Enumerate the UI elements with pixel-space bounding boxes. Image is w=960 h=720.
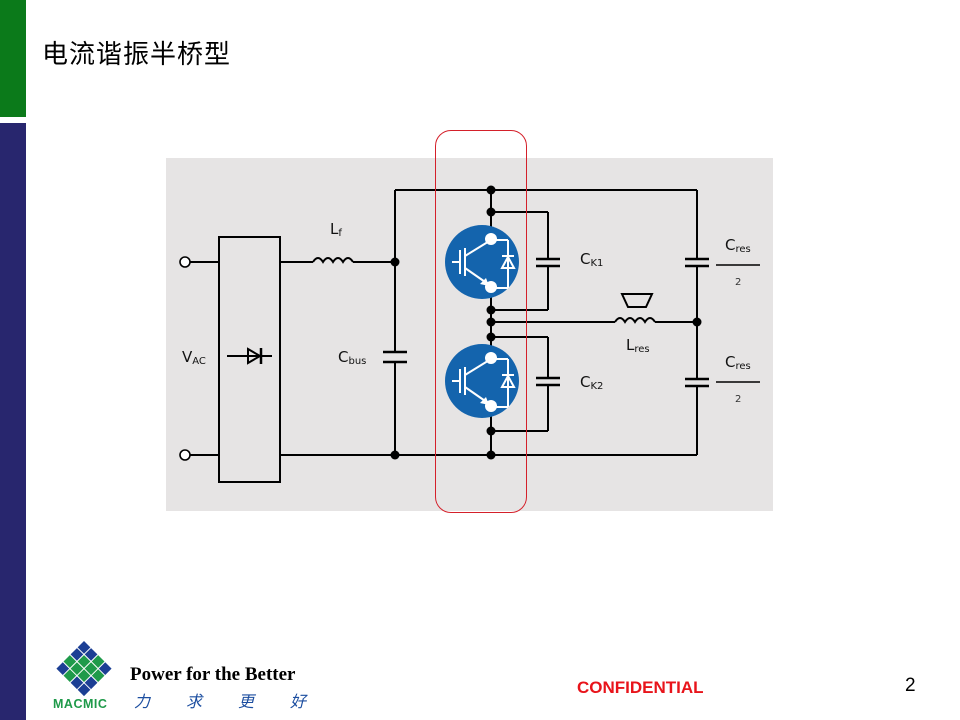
logo-text: MACMIC xyxy=(53,697,108,711)
confidential-label: CONFIDENTIAL xyxy=(577,678,704,697)
slide-title: 电流谐振半桥型 xyxy=(42,40,232,70)
igbt-bottom-icon xyxy=(445,344,519,418)
label-cres-top-denominator: 2 xyxy=(735,277,742,288)
page-number: 2 xyxy=(905,675,916,696)
label-cres-bottom: Cres xyxy=(725,353,751,372)
slogan-chinese: 力 求 更 好 xyxy=(134,688,306,712)
macmic-logo-icon xyxy=(56,641,112,697)
transformer-core xyxy=(620,293,654,308)
accent-bar-navy xyxy=(0,123,26,720)
label-cbus: Cbus xyxy=(338,348,367,367)
slogan-cn-char: 好 xyxy=(290,692,307,711)
inductor-lres xyxy=(614,317,656,324)
rectifier-diode-icon xyxy=(247,347,263,365)
logo-tile xyxy=(70,648,84,661)
logo-tile xyxy=(84,648,98,661)
label-ck1: CK1 xyxy=(580,250,604,269)
terminal-ac-top xyxy=(179,256,191,268)
inductor-lf xyxy=(312,257,354,264)
label-ck2: CK2 xyxy=(580,373,604,392)
label-lres: Lres xyxy=(626,336,650,355)
accent-bar-green xyxy=(0,0,26,117)
half-bridge-highlight xyxy=(435,130,527,513)
label-lf: Lf xyxy=(330,220,342,239)
circuit-diagram-background xyxy=(166,158,773,511)
rectifier-box xyxy=(218,236,281,483)
slogan-english: Power for the Better xyxy=(130,664,296,685)
label-cres-bottom-denominator: 2 xyxy=(735,394,742,405)
slogan-cn-char: 更 xyxy=(238,692,255,711)
terminal-ac-bottom xyxy=(179,449,191,461)
label-cres-top: Cres xyxy=(725,236,751,255)
igbt-top-icon xyxy=(445,225,519,299)
slogan-cn-char: 求 xyxy=(186,692,203,711)
slogan-cn-char: 力 xyxy=(134,692,151,711)
label-vac: VAC xyxy=(182,348,206,367)
